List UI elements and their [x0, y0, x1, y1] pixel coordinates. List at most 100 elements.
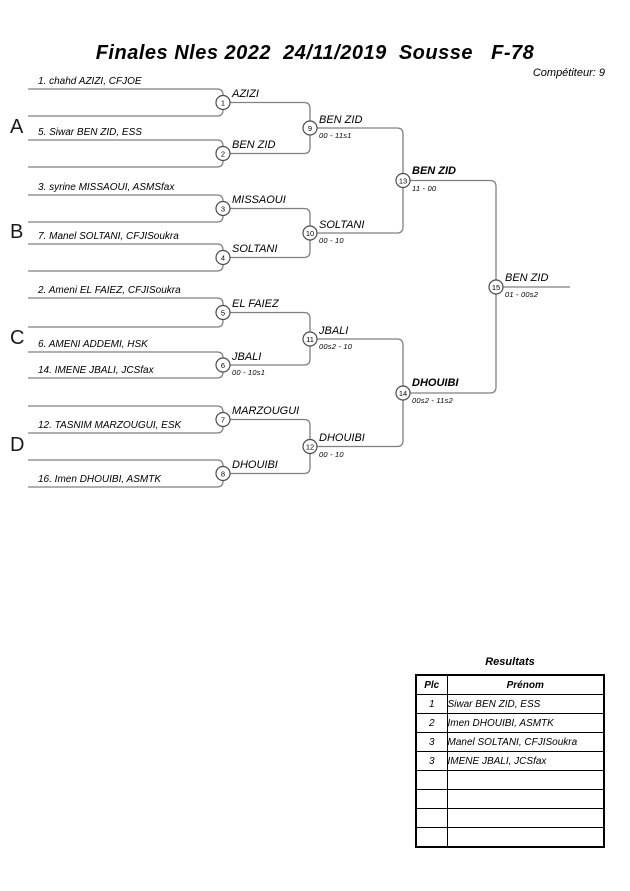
match-8-node: 8	[215, 465, 231, 482]
match-12-score: 00 - 10	[319, 450, 344, 459]
svg-text:8: 8	[221, 470, 225, 479]
match-15-bracket	[410, 179, 497, 394]
result-place: 3	[415, 732, 448, 752]
results-row: 2 Imen DHOUIBI, ASMTK	[415, 713, 605, 733]
section-label-c: C	[10, 327, 25, 349]
svg-text:6: 6	[221, 361, 225, 370]
result-name	[446, 789, 605, 809]
seed-entry: 5. Siwar BEN ZID, ESS	[38, 127, 142, 138]
seed-entry: 3. syrine MISSAOUI, ASMSfax	[38, 182, 175, 193]
match-1-bracket	[28, 88, 224, 117]
svg-text:13: 13	[399, 177, 407, 186]
svg-text:10: 10	[306, 229, 314, 238]
result-place	[415, 808, 448, 828]
match-15-node: 15	[488, 279, 504, 295]
competitor-count: Compétiteur: 9	[532, 67, 605, 79]
seed-entry: 14. IMENE JBALI, JCSfax	[38, 365, 154, 376]
match-2-bracket	[28, 139, 224, 168]
match-4-node: 4	[215, 249, 231, 266]
match-13-score: 11 - 00	[412, 184, 437, 193]
svg-text:4: 4	[221, 254, 225, 263]
seed-entry: 16. Imen DHOUIBI, ASMTK	[38, 474, 161, 485]
match-10-node: 10	[302, 225, 318, 241]
result-place	[415, 789, 448, 809]
match-13-node: 13	[395, 172, 411, 189]
match-2-winner: BEN ZID	[232, 139, 276, 151]
svg-text:7: 7	[221, 416, 225, 425]
result-place: 3	[415, 751, 448, 771]
results-header-name: Prénom	[446, 674, 605, 695]
seed-entry: 6. AMENI ADDEMI, HSK	[38, 339, 148, 350]
svg-text:11: 11	[306, 335, 314, 344]
result-place: 1	[415, 694, 448, 714]
result-place	[415, 770, 448, 790]
match-10-winner: SOLTANI	[319, 219, 365, 231]
match-7-winner: MARZOUGUI	[232, 405, 300, 417]
result-name	[446, 827, 605, 848]
match-6-winner: JBALI	[232, 351, 262, 363]
match-7-node: 7	[215, 411, 231, 428]
result-name: IMENE JBALI, JCSfax	[446, 751, 605, 771]
svg-text:15: 15	[492, 283, 500, 292]
page-title: Finales Nles 2022 24/11/2019 Sousse F-78	[95, 42, 535, 64]
match-11-node: 11	[302, 331, 318, 347]
results-header-row: Plc Prénom	[415, 674, 605, 695]
results-header-plc: Plc	[415, 674, 448, 695]
result-name: Imen DHOUIBI, ASMTK	[446, 713, 605, 733]
match-8-winner: DHOUIBI	[232, 459, 278, 471]
svg-text:3: 3	[221, 205, 225, 214]
results-title: Resultats	[485, 656, 535, 668]
svg-text:2: 2	[221, 150, 225, 159]
results-table: Plc Prénom 1 Siwar BEN ZID, ESS 2 Imen D…	[415, 674, 605, 848]
results-row	[415, 808, 605, 828]
match-2-node: 2	[215, 145, 231, 162]
match-14-node: 14	[395, 385, 411, 401]
match-4-winner: SOLTANI	[232, 243, 278, 255]
bracket-diagram: 1 2 3 4 5 6 7 8 9 10 11 12 13 14 15	[28, 88, 570, 488]
match-15-score: 01 - 00s2	[505, 290, 539, 299]
result-place: 2	[415, 713, 448, 733]
svg-text:14: 14	[399, 389, 407, 398]
result-name: Siwar BEN ZID, ESS	[446, 694, 605, 714]
results-row: 3 Manel SOLTANI, CFJISoukra	[415, 732, 605, 752]
match-13-winner: BEN ZID	[412, 165, 456, 177]
result-name	[446, 808, 605, 828]
results-row	[415, 827, 605, 848]
section-label-a: A	[10, 116, 24, 138]
match-6-score: 00 - 10s1	[232, 368, 266, 377]
seed-entry: 12. TASNIM MARZOUGUI, ESK	[38, 420, 182, 431]
results-row	[415, 770, 605, 790]
match-13-bracket	[317, 127, 404, 234]
result-place	[415, 827, 448, 848]
seed-entry: 2. Ameni EL FAIEZ, CFJISoukra	[38, 285, 181, 296]
results-row: 1 Siwar BEN ZID, ESS	[415, 694, 605, 714]
match-14-bracket	[317, 338, 404, 448]
match-10-score: 00 - 10	[319, 236, 344, 245]
match-11-winner: JBALI	[319, 325, 349, 337]
result-name	[446, 770, 605, 790]
section-label-b: B	[10, 221, 24, 243]
seed-entry: 1. chahd AZIZI, CFJOE	[38, 76, 142, 87]
match-3-winner: MISSAOUI	[232, 194, 286, 206]
seed-entry: 7. Manel SOLTANI, CFJISoukra	[38, 231, 179, 242]
match-9-score: 00 - 11s1	[319, 131, 352, 140]
match-3-node: 3	[215, 200, 231, 217]
match-9-winner: BEN ZID	[319, 114, 363, 126]
svg-text:5: 5	[221, 309, 225, 318]
match-15-winner: BEN ZID	[505, 272, 549, 284]
match-11-score: 00s2 - 10	[319, 342, 353, 351]
match-12-winner: DHOUIBI	[319, 432, 365, 444]
match-12-node: 12	[302, 438, 318, 455]
svg-text:12: 12	[306, 443, 314, 452]
match-14-score: 00s2 - 11s2	[412, 396, 453, 405]
section-label-d: D	[10, 434, 25, 456]
svg-text:1: 1	[221, 99, 225, 108]
match-1-node: 1	[215, 94, 231, 111]
match-5-bracket	[28, 297, 224, 328]
match-14-winner: DHOUIBI	[412, 377, 459, 389]
result-name: Manel SOLTANI, CFJISoukra	[446, 732, 605, 752]
match-6-node: 6	[215, 357, 231, 373]
match-1-winner: AZIZI	[232, 88, 259, 100]
match-5-node: 5	[215, 304, 231, 321]
